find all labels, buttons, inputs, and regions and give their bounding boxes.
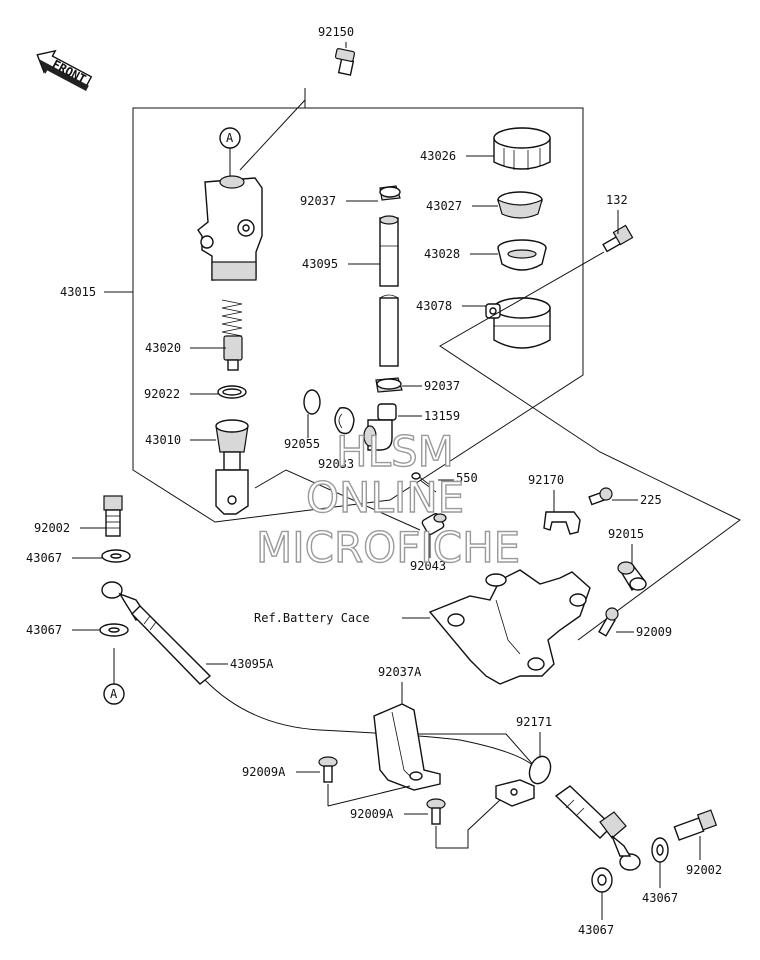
bolt-92009: [598, 607, 619, 637]
circlip-92022: [217, 385, 247, 399]
label-43067-a: 43067: [26, 551, 62, 565]
front-arrow-icon: FRONT: [36, 49, 93, 91]
banjo-bolt-92002-left: [103, 495, 123, 537]
label-92009: 92009: [636, 625, 672, 639]
label-92043: 92043: [410, 559, 446, 573]
clamp-92170: [543, 511, 581, 535]
piston-spring-43020: [221, 299, 243, 371]
label-550: 550: [456, 471, 478, 485]
label-92002-right: 92002: [686, 863, 722, 877]
washer-43067-d: [591, 867, 613, 893]
label-43020: 43020: [145, 341, 181, 355]
brake-hose-43095A: [101, 581, 537, 769]
label-13159: 13159: [424, 409, 460, 423]
watermark-line-1: HLSM: [336, 427, 454, 476]
circlip-92033: [334, 407, 355, 435]
label-43067-c: 43067: [642, 891, 678, 905]
bolt-92009A-a: [318, 756, 338, 806]
bracket-battery-case: [428, 569, 591, 685]
label-43078: 43078: [416, 299, 452, 313]
collar-92015: [617, 561, 647, 592]
label-92022: 92022: [144, 387, 180, 401]
label-92037A: 92037A: [378, 665, 422, 679]
screw-225: [588, 487, 613, 506]
label-92170: 92170: [528, 473, 564, 487]
label-43027: 43027: [426, 199, 462, 213]
label-92002-left: 92002: [34, 521, 70, 535]
label-132: 132: [606, 193, 628, 207]
reservoir-43078: [485, 297, 551, 349]
label-43028: 43028: [424, 247, 460, 261]
label-92037-top: 92037: [300, 194, 336, 208]
cotter-pin-550: [411, 472, 437, 493]
hose-end-right: [554, 785, 641, 871]
washer-43067-b: [99, 623, 129, 637]
label-43095A: 43095A: [230, 657, 274, 671]
label-92009A-b: 92009A: [350, 807, 394, 821]
assembly-outline-43015: [132, 88, 584, 523]
clip-92171: [495, 755, 552, 807]
label-43067-d: 43067: [578, 923, 614, 937]
label-92150: 92150: [318, 25, 354, 39]
hose-clamp-92037-top: [379, 185, 401, 201]
reservoir-cap-43026: [493, 127, 551, 170]
bleeder-screw-92150: [334, 42, 356, 76]
label-225: 225: [640, 493, 662, 507]
callout-a-bottom: A: [103, 648, 125, 705]
reservoir-hose-43095: [379, 215, 399, 367]
label-92037-mid: 92037: [424, 379, 460, 393]
washer-43067-a: [101, 549, 131, 563]
label-43015: 43015: [60, 285, 96, 299]
watermark-line-2: ONLINE: [306, 473, 464, 522]
watermark: HLSM ONLINE MICROFICHE: [255, 426, 521, 572]
label-43095: 43095: [302, 257, 338, 271]
washer-43067-c: [651, 837, 669, 863]
banjo-bolt-92002-right: [673, 809, 718, 841]
cap-plate-43027: [497, 191, 543, 219]
hose-clamp-92037-mid: [375, 377, 403, 393]
label-43010: 43010: [145, 433, 181, 447]
label-92015: 92015: [608, 527, 644, 541]
bolt-92009A-b: [426, 798, 446, 848]
diaphragm-43028: [497, 239, 547, 271]
label-92055: 92055: [284, 437, 320, 451]
push-rod-43010: [215, 419, 249, 515]
label-92033: 92033: [318, 457, 354, 471]
callout-a-top: A: [219, 127, 241, 176]
clevis-pin-92043: [421, 512, 447, 536]
master-cylinder-body: [197, 175, 263, 281]
label-43067-b: 43067: [26, 623, 62, 637]
bracket-92037A: [373, 703, 441, 791]
label-92009A-a: 92009A: [242, 765, 286, 779]
o-ring-92055: [303, 389, 321, 415]
callout-a-label: A: [226, 131, 234, 145]
label-92171: 92171: [516, 715, 552, 729]
hose-fitting-13159: [363, 403, 397, 451]
label-43026: 43026: [420, 149, 456, 163]
callout-a-bottom-label: A: [110, 687, 118, 701]
watermark-line-3: MICROFICHE: [256, 523, 520, 572]
front-label: FRONT: [50, 57, 88, 86]
reference-note: Ref.Battery Cace: [254, 611, 370, 625]
